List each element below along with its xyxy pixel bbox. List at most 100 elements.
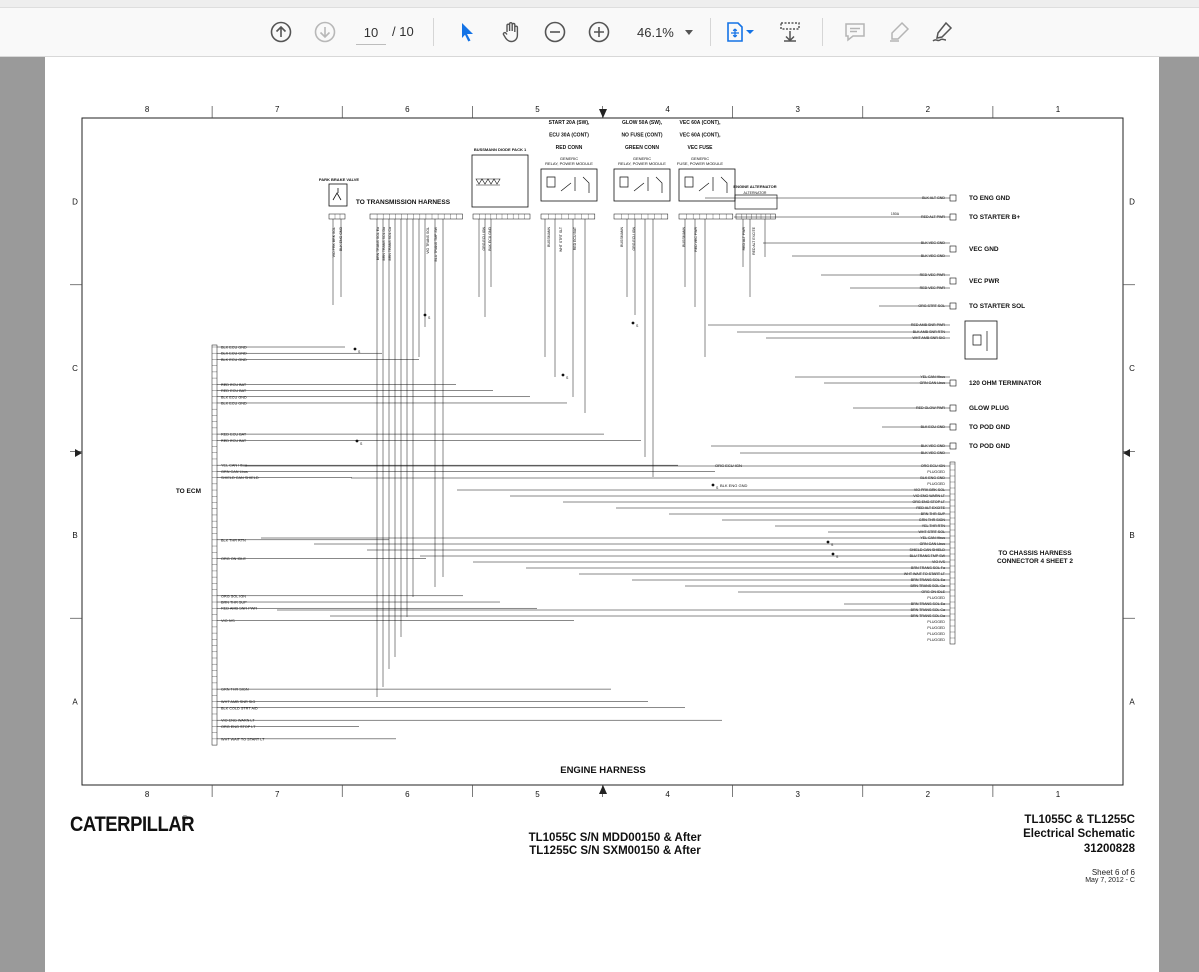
right-wire-label: RED VEC PWR — [920, 273, 946, 277]
scroll-mode-icon — [780, 22, 800, 42]
right-wire-label: GRN CAN Lbus — [920, 381, 946, 385]
ecm-wire-label: ORG ON IDLE — [221, 557, 246, 561]
chassis-wire-label: ORG ENG STOP LT — [912, 500, 945, 504]
fit-page-options-button[interactable] — [744, 19, 756, 45]
connector-wire-label: WHT STRT SLT — [559, 226, 563, 252]
chassis-wire-label: BRN THR SUP — [921, 512, 946, 516]
chassis-wire-label: BRN TRANS SOL Fa — [911, 566, 945, 570]
ecm-wire-label: BLK THR RTN — [221, 538, 246, 542]
ecm-wire-label: ORG SOL IGN — [221, 594, 246, 598]
ecm-wire-label: VIO IVS — [221, 619, 235, 623]
diode-symbol — [481, 178, 489, 186]
diode-pack-label: BUSSMANN DIODE PACK 1 — [474, 147, 527, 152]
highlight-button[interactable] — [886, 19, 912, 45]
splice-label: S — [716, 486, 719, 490]
chassis-wire-label: GRN CAN Lbus — [920, 542, 946, 546]
grid-row-label: C — [72, 364, 78, 373]
next-page-button[interactable] — [312, 19, 338, 45]
scroll-mode-button[interactable] — [777, 19, 803, 45]
splice-point — [355, 439, 359, 443]
connector-wire-label: BUSSMANN — [547, 227, 551, 247]
toolbar-separator — [822, 18, 823, 46]
grid-column-label: 5 — [535, 105, 540, 114]
chassis-wire-label: PLUGGED — [927, 632, 945, 636]
diode-symbol — [475, 178, 483, 186]
page-number-input[interactable] — [356, 20, 386, 45]
zoom-out-button[interactable] — [542, 19, 568, 45]
sensor-element-symbol — [972, 331, 988, 351]
cursor-icon — [462, 23, 473, 42]
splice-point — [631, 321, 635, 325]
right-terminal-label: TO ENG GND — [969, 195, 1010, 202]
chassis-wire-label: PLUGGED — [927, 626, 945, 630]
relay2-connector-pins — [613, 213, 669, 220]
connector-wire-label: RED ALT EXCITE — [752, 226, 756, 255]
diode-symbol — [487, 178, 495, 186]
chassis-harness-label: TO CHASSIS HARNESS — [998, 550, 1072, 557]
terminal-connector — [949, 245, 957, 253]
grid-column-label: 3 — [795, 105, 800, 114]
sign-button[interactable] — [929, 19, 955, 45]
module-sub-label: RELAY, POWER MODULE — [618, 161, 666, 166]
zoom-level-dropdown[interactable]: 46.1% — [631, 18, 699, 46]
chassis-wire-label: BRN TRANS SOL Ea — [911, 578, 945, 582]
chassis-connector-pins — [949, 461, 956, 645]
hand-tool-button[interactable] — [498, 19, 524, 45]
fit-page-button[interactable] — [722, 19, 748, 45]
select-tool-button[interactable] — [454, 19, 480, 45]
diode-connector-pins — [472, 213, 531, 220]
module-header-line: NO FUSE (CONT) — [621, 133, 662, 139]
connector-wire-label: RED VEC PWR — [694, 227, 698, 252]
zoom-in-button[interactable] — [586, 19, 612, 45]
ecm-wire-label: BLK ECU GND — [221, 346, 247, 350]
ecm-wire-label: BRN THR SUP — [221, 601, 247, 605]
sheet-number: Sheet 6 of 6 — [1091, 868, 1135, 877]
chassis-wire-label: BLK ENG GND — [920, 476, 945, 480]
module-header-line: VEC 60A (CONT), — [680, 120, 722, 126]
relay-contact-symbol — [546, 176, 590, 193]
grid-row-label: C — [1129, 364, 1135, 373]
add-comment-button[interactable] — [842, 19, 868, 45]
previous-page-button[interactable] — [268, 19, 294, 45]
ecm-wire-label: GRN THR SIGN — [221, 688, 249, 692]
splice-point — [423, 313, 427, 317]
chassis-wire-label: BRN TRANS SOL Ea — [911, 602, 945, 606]
chassis-wire-label: BRN TRANS SOL Ca — [911, 608, 945, 612]
connector-wire-label: BRN TRANS SOL Ca — [388, 227, 392, 261]
right-terminal-label: VEC GND — [969, 246, 999, 253]
chassis-wire-label: PLUGGED — [927, 596, 945, 600]
chevron-down-icon — [685, 30, 693, 35]
highlight-icon — [890, 21, 910, 42]
transmission-connector-pins — [369, 213, 463, 220]
mid-wire-label: BLK ENG GND — [720, 483, 747, 488]
ambient-sensor-symbol — [964, 320, 998, 360]
to-transmission-label: TO TRANSMISSION HARNESS — [356, 199, 451, 206]
terminal-connector — [949, 277, 957, 285]
terminal-connector — [949, 194, 957, 202]
document-number: 31200828 — [1083, 843, 1135, 855]
ecm-wire-label: SHIELD CAN SHIELD — [221, 476, 259, 480]
module-header-line: GREEN CONN — [625, 145, 659, 151]
grid-column-label: 8 — [145, 790, 150, 799]
connector-wire-label: RED ALT PWR — [742, 227, 746, 251]
connector-wire-label: BLU TRANS TMP SW — [434, 226, 438, 261]
alternator-label: ALTERNATOR — [744, 191, 767, 195]
connector-wire-label: BUSSMANN — [682, 227, 686, 247]
splice-label: S — [360, 442, 363, 446]
grid-column-label: 4 — [665, 790, 670, 799]
fuse-connector-pins — [678, 213, 734, 220]
splice-point — [561, 373, 565, 377]
right-wire-label: BLK VEC GND — [921, 254, 946, 258]
chassis-wire-label: PLUGGED — [927, 638, 945, 642]
chassis-wire-label: BLU TRANS TMP SW — [910, 554, 946, 558]
connector-wire-label: VIO TRANS SOL — [426, 227, 430, 254]
sign-icon — [932, 21, 953, 42]
connector-wire-label: RED ECU BAT — [573, 226, 577, 250]
ecm-wire-label: BLK ECU GND — [221, 395, 247, 399]
ecm-wire-label: GRN CAN Lbus — [221, 470, 248, 474]
splice-point — [353, 347, 357, 351]
chassis-wire-label: WHT STRT SOL — [918, 530, 945, 534]
right-wire-label: BLK VEC GND — [921, 444, 946, 448]
alternator-symbol — [734, 194, 778, 210]
splice-label: S — [636, 324, 639, 328]
